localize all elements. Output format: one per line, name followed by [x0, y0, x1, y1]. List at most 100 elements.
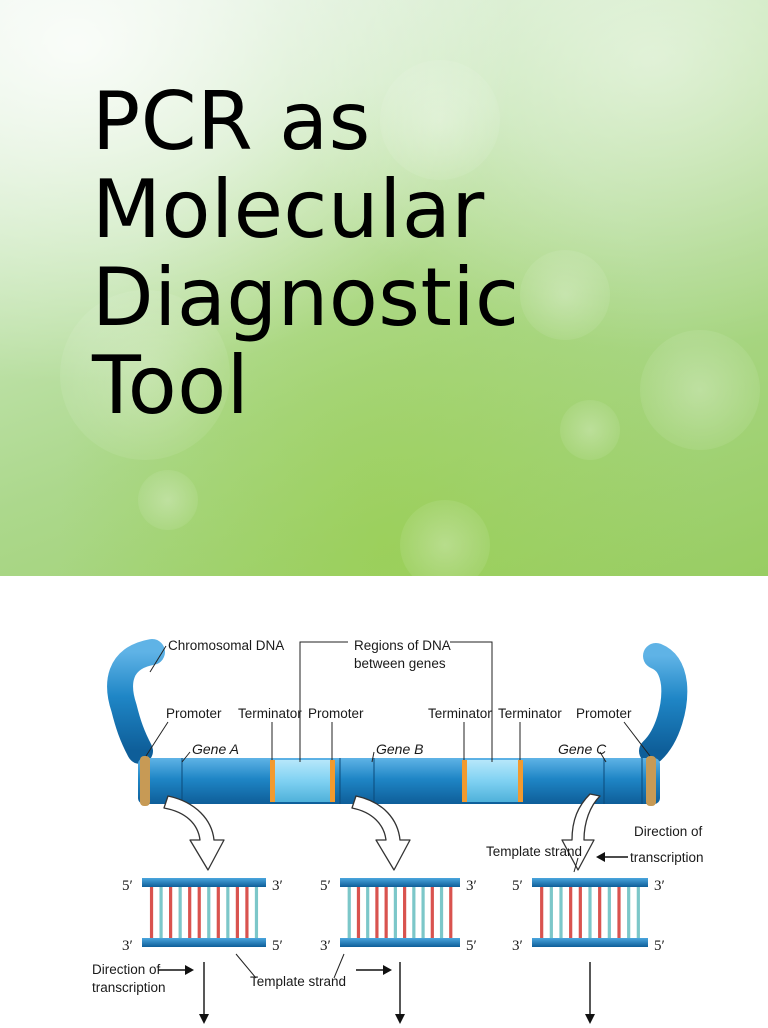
label-gene-a: Gene A	[192, 741, 239, 757]
base-pair	[235, 887, 239, 938]
label-promoter: Promoter	[308, 706, 364, 721]
leader-line	[149, 645, 167, 673]
leader-line	[181, 751, 191, 763]
template-strand	[532, 938, 648, 947]
leader-line	[333, 953, 345, 979]
bokeh-circle	[60, 290, 230, 460]
base-pair	[197, 887, 201, 938]
base-pair	[254, 887, 259, 938]
label-five-prime: 5′	[512, 878, 523, 894]
label-direction-1: Direction of	[634, 824, 703, 839]
leader-line	[235, 953, 257, 979]
bracket-line	[299, 641, 348, 762]
coding-strand	[142, 878, 266, 887]
label-template-strand: Template strand	[250, 974, 346, 989]
base-pair	[188, 887, 192, 938]
coding-strand	[340, 878, 460, 887]
label-three-prime: 3′	[320, 938, 331, 954]
label-direction-1: Direction of	[92, 962, 161, 977]
gene-transcription-figure: Chromosomal DNA Regions of DNA between g…	[0, 576, 768, 1024]
leader-line	[573, 857, 579, 873]
base-pair	[169, 887, 173, 938]
arrow-right-icon	[158, 965, 194, 975]
gene-diagram: Chromosomal DNA Regions of DNA between g…	[92, 638, 704, 1024]
bokeh-circle	[560, 400, 620, 460]
promoter-band	[646, 756, 656, 806]
gene-arrow	[163, 793, 601, 871]
base-pair	[403, 887, 407, 938]
base-pair	[588, 887, 592, 938]
bokeh-circle	[400, 500, 490, 576]
label-three-prime: 3′	[466, 878, 477, 894]
label-promoter: Promoter	[576, 706, 632, 721]
leader-line	[599, 751, 607, 763]
base-pair	[636, 887, 640, 938]
base-pair	[439, 887, 444, 938]
base-pair	[430, 887, 434, 938]
bokeh-circle	[380, 60, 500, 180]
label-five-prime: 5′	[466, 938, 477, 954]
template-strand	[142, 938, 266, 947]
label-three-prime: 3′	[512, 938, 523, 954]
base-pair	[226, 887, 230, 938]
terminator-marker	[462, 760, 467, 802]
terminator-marker	[270, 760, 275, 802]
base-pair	[384, 887, 388, 938]
base-pair	[421, 887, 425, 938]
label-five-prime: 5′	[320, 878, 331, 894]
title-line: Diagnostic	[92, 251, 520, 344]
leader-line	[623, 721, 651, 757]
base-pair	[347, 887, 351, 938]
base-pair	[559, 887, 563, 938]
coding-strand	[532, 878, 648, 887]
arrow-down-icon	[395, 962, 405, 1024]
arrow-left-icon	[596, 852, 628, 862]
label-chromosomal-dna: Chromosomal DNA	[168, 638, 284, 653]
base-pair	[569, 887, 573, 938]
title-line: Tool	[92, 339, 250, 432]
label-direction-2: transcription	[630, 850, 704, 865]
label-five-prime: 5′	[122, 878, 133, 894]
base-pair	[607, 887, 611, 938]
chromosome-tube	[138, 758, 660, 804]
base-pair	[393, 887, 397, 938]
label-terminator: Terminator	[238, 706, 302, 721]
leader-line	[371, 751, 375, 763]
promoter-marker	[330, 760, 335, 802]
bokeh-circle	[520, 250, 610, 340]
base-pair	[207, 887, 211, 938]
bokeh-circle	[138, 470, 198, 530]
base-pair	[540, 887, 544, 938]
label-five-prime: 5′	[654, 938, 665, 954]
dna-strand-group: 5′3′3′5′5′3′3′5′5′3′3′5′	[122, 878, 665, 954]
bracket-line	[450, 641, 493, 762]
base-pair	[598, 887, 602, 938]
base-pair	[149, 887, 154, 938]
arrow-down-icon	[199, 962, 209, 1024]
label-template-strand: Template strand	[486, 844, 582, 859]
slide-title: PCR as Molecular Diagnostic Tool	[92, 78, 520, 430]
intergenic-region	[466, 760, 520, 802]
base-pair	[178, 887, 182, 938]
base-pair	[356, 887, 361, 938]
arrow-right-icon	[356, 965, 392, 975]
base-pair	[245, 887, 249, 938]
title-line: PCR as	[92, 75, 371, 168]
base-pair	[549, 887, 553, 938]
label-gene-c: Gene C	[558, 741, 607, 757]
label-regions-1: Regions of DNA	[354, 638, 451, 653]
base-pair	[617, 887, 621, 938]
base-pair	[216, 887, 220, 938]
label-three-prime: 3′	[654, 878, 665, 894]
bokeh-circle	[640, 330, 760, 450]
chromosome-right-curve	[639, 643, 688, 764]
arrow-down-icon	[585, 962, 595, 1024]
base-pair	[449, 887, 453, 938]
label-five-prime: 5′	[272, 938, 283, 954]
label-promoter: Promoter	[166, 706, 222, 721]
label-three-prime: 3′	[122, 938, 133, 954]
promoter-band	[140, 756, 150, 806]
base-pair	[159, 887, 163, 938]
label-regions-2: between genes	[354, 656, 446, 671]
title-line: Molecular	[92, 163, 485, 256]
